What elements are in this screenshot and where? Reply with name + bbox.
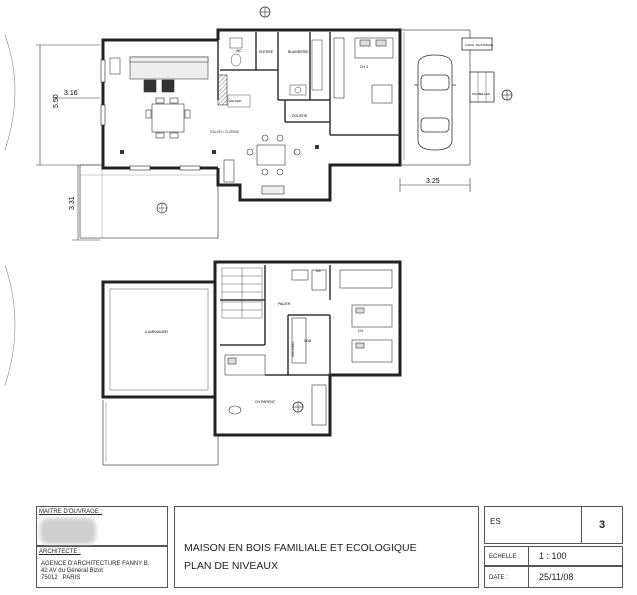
architecte-label: ARCHITECTE : (39, 549, 81, 555)
architecte-box: ARCHITECTE : AGENCE D'ARCHITECTURE FANNY… (36, 546, 168, 588)
agency-name: AGENCE D'ARCHITECTURE FANNY B. (41, 561, 150, 567)
date-row: DATE : 25/11/08 (484, 566, 623, 588)
phase-code: ES (490, 517, 501, 526)
sheet-number: 3 (598, 519, 606, 531)
project-title: MAISON EN BOIS FAMILIALE ET ECOLOGIQUE (184, 542, 417, 554)
dim-horiz-left: 3.16 (64, 90, 78, 97)
staircase (221, 267, 263, 319)
room-label-a-amenager: A AMENAGER (145, 330, 168, 334)
first-floor-plan: A AMENAGER (4, 260, 402, 466)
agency-city: 75012 PARIS (41, 575, 81, 581)
label-poubelles: POUBELLES (472, 92, 490, 96)
date-value: 25/11/08 (539, 572, 574, 582)
section-marker-top (259, 6, 271, 18)
dimension-lines-left (36, 44, 100, 241)
label-local-technique: LOCAL TECHNIQUE (465, 43, 493, 47)
car (414, 54, 456, 151)
echelle-value: 1 : 100 (539, 551, 567, 561)
room-label-buanderie: BUANDERIE (288, 50, 309, 54)
dim-vert-terrace: 3.31 (69, 196, 76, 210)
kitchen-island (223, 134, 301, 195)
room-label-ch: CH (358, 329, 364, 333)
section-marker-right (501, 89, 513, 101)
room-label-palier: PALIER (278, 302, 291, 306)
ground-floor-plan: 5.50 3.16 3.31 (4, 6, 513, 241)
terrace (79, 164, 219, 239)
floor-plan-drawing: 5.50 3.16 3.31 (4, 6, 513, 466)
room-label-sdb: SDB (304, 339, 312, 343)
scale-row: ECHELLE : 1 : 100 (484, 546, 623, 566)
room-label-cellier: CELLIER (229, 99, 242, 103)
project-title-box: MAISON EN BOIS FAMILIALE ET ECOLOGIQUE P… (174, 506, 479, 588)
room-label-salon-upper (148, 58, 149, 62)
sheet-number-box: 3 (581, 506, 623, 544)
room-label-entree: ENTREE (259, 50, 274, 54)
room-label-wc-first: WC (316, 269, 322, 273)
room-label-dressing: DRESSING (291, 341, 295, 357)
client-redacted-blur (40, 518, 96, 544)
drawing-title: PLAN DE NIVEAUX (184, 560, 278, 572)
echelle-label: ECHELLE : (489, 554, 520, 560)
phase-box: ES (484, 506, 582, 544)
title-block-divider (528, 546, 529, 588)
dining-table (143, 79, 191, 139)
hatched-column (217, 74, 228, 106)
room-label-wc: WC (236, 49, 242, 53)
sofa (109, 56, 209, 80)
date-label: DATE : (489, 575, 508, 581)
room-label-ch4: CH 4 (360, 65, 368, 69)
maitre-ouvrage-box: MAITRE D'OUVRAGE : (36, 506, 168, 546)
section-marker-first (292, 401, 304, 413)
maitre-ouvrage-label: MAITRE D'OUVRAGE : (39, 509, 103, 515)
dim-vert-left: 5.50 (53, 94, 60, 108)
dim-horiz-right: 3.25 (426, 178, 440, 185)
room-label-douche: DOUCHE (292, 114, 308, 118)
room-label-ch-parent: CH PARENT (255, 400, 276, 404)
agency-address: 42 AV du Général Bizot (41, 568, 103, 574)
room-label-salon: SALON / CUISINE (210, 130, 240, 134)
ground-walls (101, 28, 402, 202)
